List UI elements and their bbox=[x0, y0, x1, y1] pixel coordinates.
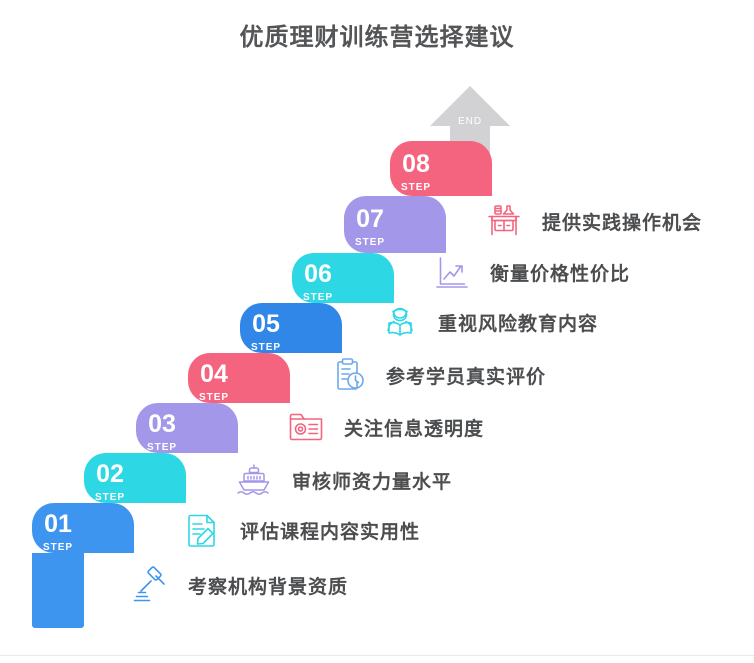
step-row-5[interactable]: 参考学员真实评价 bbox=[326, 353, 546, 397]
step-riser bbox=[84, 453, 186, 503]
step-row-4[interactable]: 关注信息透明度 bbox=[284, 405, 484, 449]
lab-table-icon bbox=[482, 199, 526, 243]
step-row-label: 重视风险教育内容 bbox=[438, 313, 599, 335]
step-row-label: 关注信息透明度 bbox=[344, 418, 485, 440]
step-row-label: 提供实践操作机会 bbox=[542, 212, 703, 234]
step-riser bbox=[136, 403, 238, 453]
clipboard-clock-icon bbox=[326, 353, 370, 397]
page-title: 优质理财训练营选择建议 bbox=[239, 24, 515, 51]
end-arrow-label: END bbox=[457, 116, 483, 127]
step-riser bbox=[32, 503, 134, 553]
step-riser bbox=[240, 303, 342, 353]
step-row-label: 审核师资力量水平 bbox=[292, 471, 453, 493]
step-row-label: 衡量价格性价比 bbox=[490, 263, 631, 285]
step-row-2[interactable]: 评估课程内容实用性 bbox=[180, 508, 420, 552]
document-pencil-icon bbox=[180, 508, 224, 552]
step-row-3[interactable]: 审核师资力量水平 bbox=[232, 458, 452, 502]
step-row-label: 评估课程内容实用性 bbox=[240, 521, 421, 543]
step-tread bbox=[32, 553, 84, 628]
gavel-icon bbox=[128, 563, 172, 607]
step-row-6[interactable]: 重视风险教育内容 bbox=[378, 300, 598, 344]
bottom-divider bbox=[0, 655, 754, 656]
folder-card-icon bbox=[284, 405, 328, 449]
step-row-8[interactable]: 提供实践操作机会 bbox=[482, 199, 702, 243]
step-row-7[interactable]: 衡量价格性价比 bbox=[430, 250, 630, 294]
step-row-label: 考察机构背景资质 bbox=[188, 576, 349, 598]
step-riser bbox=[344, 196, 446, 253]
step-row-1[interactable]: 考察机构背景资质 bbox=[128, 563, 348, 607]
person-reading-icon bbox=[378, 300, 422, 344]
line-chart-icon bbox=[430, 250, 474, 294]
ship-icon bbox=[232, 458, 276, 502]
step-row-label: 参考学员真实评价 bbox=[386, 366, 547, 388]
step-riser bbox=[292, 253, 394, 303]
step-riser bbox=[188, 353, 290, 403]
step-riser bbox=[390, 141, 492, 196]
